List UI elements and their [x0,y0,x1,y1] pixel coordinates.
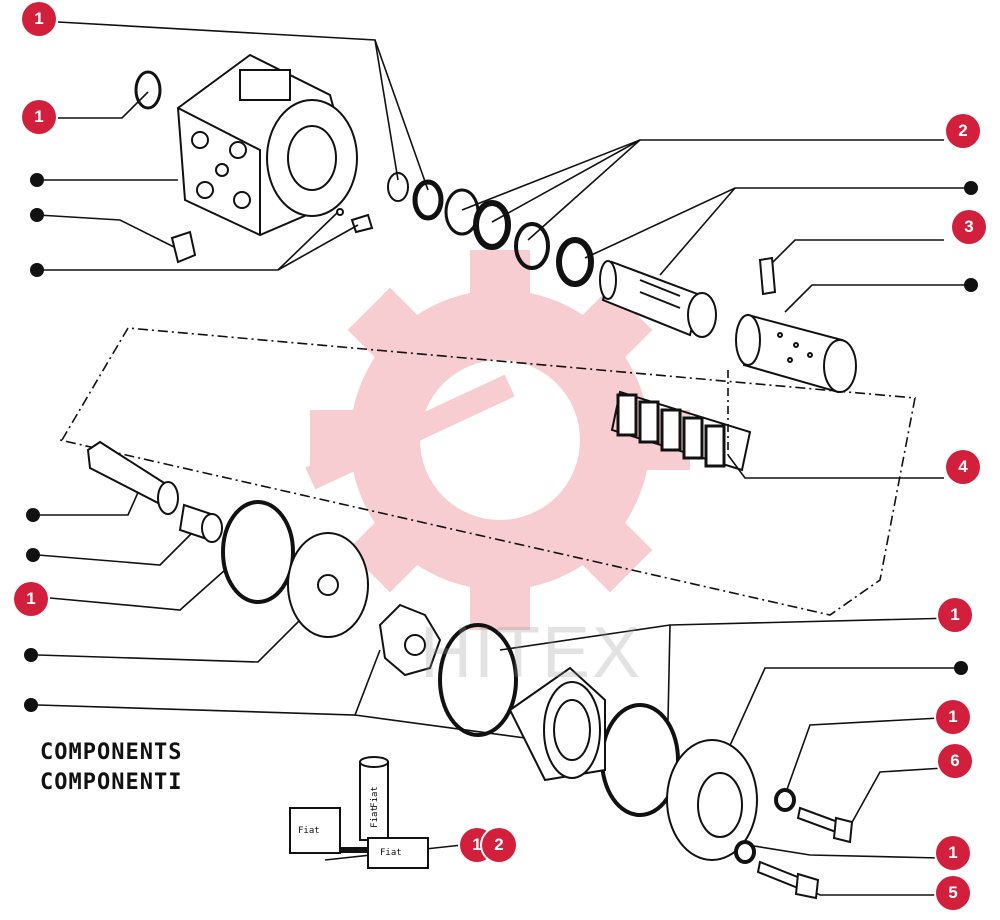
centering-springs [610,390,752,472]
callout-1-left-ring: 1 [14,582,48,616]
dot-marker [24,698,38,712]
sleeve [735,256,857,394]
callout-1-right-ring: 1 [938,598,972,632]
dot-marker [30,263,44,277]
lower-seals [221,500,680,817]
callout-4: 4 [946,450,980,484]
stamp-fiat-4: Fiat [380,848,402,858]
dot-marker [26,508,40,522]
spool [599,260,717,338]
small-seals [134,70,374,264]
stamp-fiat-3: Fiat [369,806,380,828]
dot-marker [30,208,44,222]
callout-5: 5 [936,876,970,910]
dot-marker [954,661,968,675]
callout-kit-2: 2 [482,828,516,862]
valve-housing [176,53,358,237]
caption-line-2: COMPONENTI [40,770,183,795]
gerotor-ring [508,666,606,782]
stamp-fiat-1: Fiat [298,826,320,836]
gerotor-star [378,603,442,677]
callout-1-washer-2: 1 [936,836,970,870]
cardan-shaft [86,440,223,543]
caption-line-1: COMPONENTS [40,740,183,765]
callout-3: 3 [952,210,986,244]
leader-lines [37,21,970,896]
seal-kit-box [289,756,429,869]
callout-6: 6 [938,744,972,778]
callout-1-washer: 1 [936,700,970,734]
dot-marker [964,181,978,195]
dot-marker [24,648,38,662]
ring-stack [387,172,594,287]
callout-2: 2 [946,114,980,148]
bolts-and-washers [734,788,854,900]
callout-1-top: 1 [22,2,56,36]
end-cover [666,739,758,861]
dot-marker [964,278,978,292]
dot-marker [30,173,44,187]
stamp-fiat-2: Fiat [369,786,380,808]
dot-marker [26,548,40,562]
callout-1-seal: 1 [22,100,56,134]
watermark-text: HITEX [420,613,643,693]
